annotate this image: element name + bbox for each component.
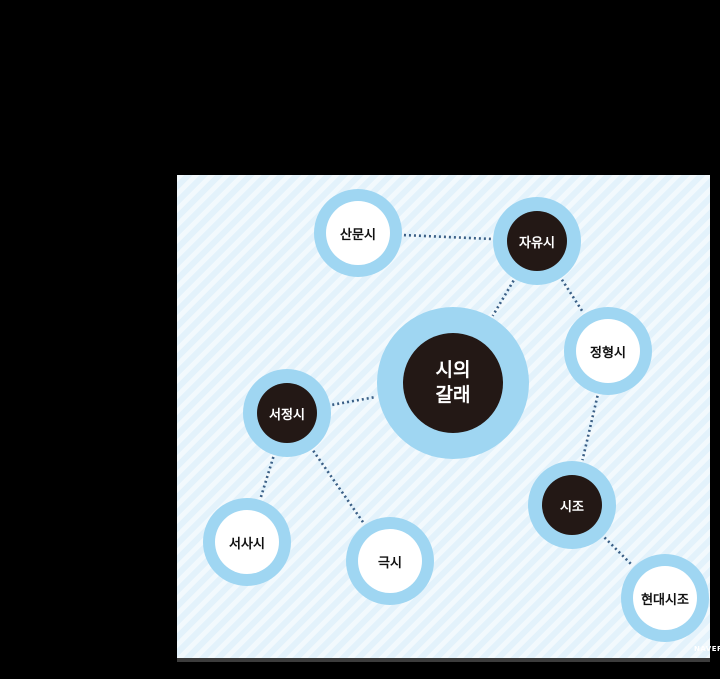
link-jayusi-jeonghyeongsi [560, 278, 585, 314]
node-jeonghyeongsi-label: 정형시 [576, 319, 640, 383]
node-center-label: 시의 갈래 [403, 333, 503, 433]
node-geuksi: 극시 [346, 517, 434, 605]
node-geuksi-label: 극시 [358, 529, 422, 593]
node-seosasi: 서사시 [203, 498, 291, 586]
node-hyeondaesijo-label: 현대시조 [633, 566, 697, 630]
node-hyeondaesijo: 현대시조 [621, 554, 709, 642]
link-sanmunsi-jayusi [403, 233, 492, 241]
link-seojeongsi-center [332, 395, 377, 407]
node-sijo-label: 시조 [542, 475, 602, 535]
panel-bottom-border [177, 658, 710, 662]
link-jayusi-center [491, 279, 515, 317]
link-seojeongsi-seosasi [259, 456, 275, 499]
watermark-text: NAVER [694, 645, 720, 653]
link-seojeongsi-geuksi [312, 450, 365, 524]
node-jayusi: 자유시 [493, 197, 581, 285]
node-jeonghyeongsi: 정형시 [564, 307, 652, 395]
node-seojeongsi-label: 서정시 [257, 383, 317, 443]
node-sijo: 시조 [528, 461, 616, 549]
node-center: 시의 갈래 [377, 307, 529, 459]
diagram-panel: 시의 갈래 산문시 자유시 정형시 서정시 시조 서사시 극시 현대시조 [177, 175, 710, 660]
link-layer [259, 233, 634, 567]
node-seojeongsi: 서정시 [243, 369, 331, 457]
node-sanmunsi: 산문시 [314, 189, 402, 277]
node-sanmunsi-label: 산문시 [326, 201, 390, 265]
link-sijo-hyeondaesijo [603, 536, 634, 567]
node-jayusi-label: 자유시 [507, 211, 567, 271]
node-seosasi-label: 서사시 [215, 510, 279, 574]
link-jeonghyeongsi-sijo [581, 395, 599, 461]
